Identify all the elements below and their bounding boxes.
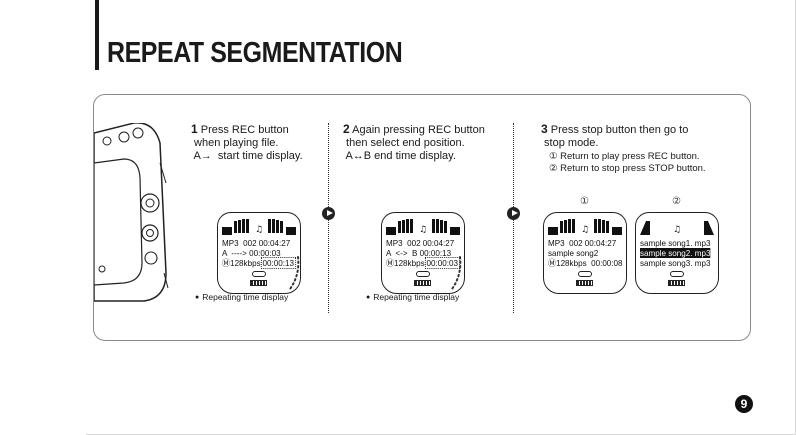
step-2-number: 2 [343,122,350,136]
repeat-icon [252,271,266,277]
level-bars: ♫ [222,219,296,235]
screen-label-1: ① [580,196,589,207]
caption-repeating-time: Repeating time display [195,292,288,302]
caption-repeating-time: Repeating time display [366,292,459,302]
level-bars: ♫ [386,219,460,235]
level-bars: ♫ [640,221,714,235]
right-arrow-circle-icon [507,207,520,220]
music-note-icon: ♫ [419,225,427,235]
step-1-text: Press REC button when playing file. A→ s… [193,124,303,162]
page-number: 9 [735,395,753,413]
right-arrow-circle-icon [322,207,335,220]
lcd-line-3: sample song3. mp3 [640,258,711,268]
title-accent-bar [95,0,99,70]
lcd-line-1: MP3 002 00:04:27 [222,238,291,248]
lcd-selected-file: sample song2. mp3 [640,248,711,258]
lcd-bitrate: Ⓜ128kbps [222,258,261,268]
step-3-number: 3 [541,122,548,136]
step-2-text: Again pressing REC button then select en… [345,124,485,162]
screen-label-2: ② [672,196,681,207]
battery-icon [668,280,685,286]
repeat-icon [578,271,592,277]
page-title: REPEAT SEGMENTATION [107,37,403,69]
music-note-icon: ♫ [581,225,589,235]
repeat-icon [670,271,684,277]
battery-icon [250,280,267,286]
lcd-screen-play: ♫ MP3 002 00:04:27 sample song2 Ⓜ128kbps… [543,212,627,294]
lcd-line-2: A <-> B 00:00:13 [386,248,451,258]
lcd-screen-stop: ♫ sample song1. mp3 sample song2. mp3 sa… [635,212,719,294]
lcd-screen-end: ♫ MP3 002 00:04:27 A <-> B 00:00:13 Ⓜ128… [381,212,465,294]
mp3-player-illustration [94,123,169,302]
level-bars: ♫ [548,219,622,235]
battery-icon [414,280,431,286]
lcd-end-time: 00:00:13 [419,248,452,258]
lcd-line-2: A ----> 00:00:03 [222,248,281,258]
battery-icon [576,280,593,286]
lcd-line-1: MP3 002 00:04:27 [386,238,455,248]
lcd-repeat-time: 00:00:13 [260,257,296,269]
lcd-ab-label: A <-> B [386,248,420,258]
lcd-bitrate: Ⓜ128kbps [386,258,425,268]
step-3: 3 Press stop button then go to stop mode… [541,123,706,175]
callout-dots [451,256,462,290]
instruction-panel: 1 Press REC button when playing file. A→… [93,94,751,341]
music-note-icon: ♫ [255,225,263,235]
lcd-line-2: sample song2 [548,248,599,258]
lcd-line-1: sample song1. mp3 [640,238,711,248]
step-1: 1 Press REC button when playing file. A→… [191,123,303,163]
lcd-line-2: sample song2. mp3 [640,248,711,258]
music-note-icon: ♫ [673,225,681,235]
lcd-line-3: Ⓜ128kbps 00:00:08 [548,258,623,268]
callout-dots [289,256,300,290]
step-3-text: Press stop button then go to stop mode. [544,124,689,149]
lcd-repeat-time: 00:00:03 [424,257,460,269]
step-3-sub-1: ① Return to play press REC button. [549,151,700,162]
repeat-icon [416,271,430,277]
lcd-line-1: MP3 002 00:04:27 [548,238,617,248]
step-2: 2 Again pressing REC button then select … [343,123,485,163]
step-1-number: 1 [191,122,198,136]
step-3-sub-2: ② Return to stop press STOP button. [549,163,706,174]
